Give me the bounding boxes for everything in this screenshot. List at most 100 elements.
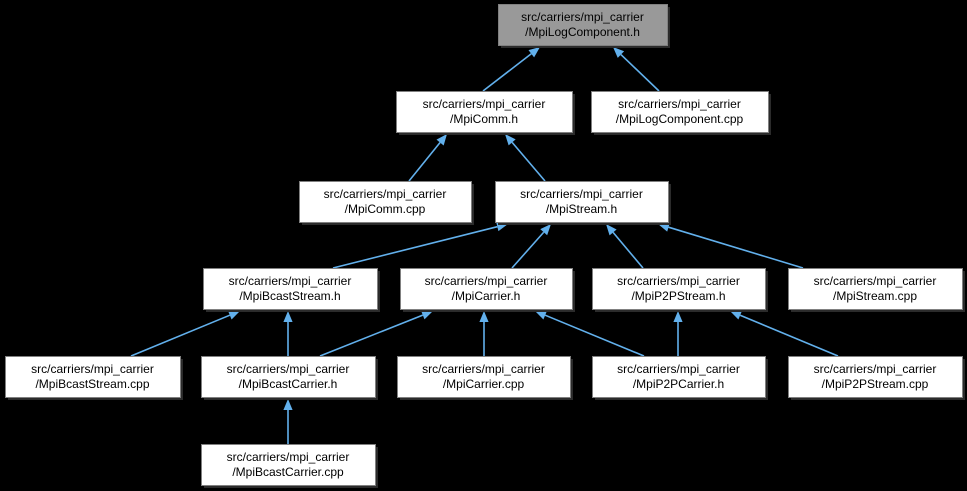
node-label-line1: src/carriers/mpi_carrier — [521, 10, 644, 24]
graph-node-mpip2pcarrier_h[interactable]: src/carriers/mpi_carrier/MpiP2PCarrier.h — [592, 356, 769, 401]
edge-line — [130, 314, 231, 357]
edge-line — [620, 54, 660, 92]
node-box[interactable] — [788, 356, 963, 398]
edge-arrowhead-icon — [505, 134, 516, 146]
edge-line — [612, 231, 644, 269]
edge-arrowhead-icon — [421, 310, 433, 320]
node-box[interactable] — [5, 356, 181, 398]
edge-arrowhead-icon — [283, 311, 293, 322]
node-label-line2: /MpiP2PStream.cpp — [822, 377, 929, 391]
node-label-line2: /MpiCarrier.cpp — [443, 377, 525, 391]
node-box[interactable] — [592, 268, 766, 310]
node-label-line2: /MpiLogComponent.cpp — [616, 112, 744, 126]
graph-node-mpistream_h[interactable]: src/carriers/mpi_carrier/MpiStream.h — [495, 181, 672, 226]
node-label-line1: src/carriers/mpi_carrier — [31, 362, 154, 376]
node-label-line1: src/carriers/mpi_carrier — [814, 362, 937, 376]
node-label-line1: src/carriers/mpi_carrier — [617, 362, 740, 376]
node-label-line2: /MpiBcastStream.cpp — [35, 377, 149, 391]
node-box[interactable] — [591, 91, 769, 133]
node-label-line2: /MpiLogComponent.h — [525, 25, 640, 39]
node-label-line1: src/carriers/mpi_carrier — [814, 274, 937, 288]
graph-node-mpicomm_cpp[interactable]: src/carriers/mpi_carrier/MpiComm.cpp — [299, 181, 475, 226]
edge-mpibcaststream_h-to-mpistream_h — [332, 222, 508, 269]
node-label-line1: src/carriers/mpi_carrier — [520, 187, 643, 201]
node-box[interactable] — [201, 444, 376, 486]
edge-mpicomm_cpp-to-mpicomm_h — [408, 134, 447, 182]
edge-mpip2pcarrier_h-to-mpip2pstream_h — [673, 311, 683, 356]
node-box[interactable] — [788, 268, 963, 310]
node-box[interactable] — [396, 91, 573, 133]
edge-arrowhead-icon — [606, 224, 617, 236]
edge-mpibcastcarrier_cpp-to-mpibcastcarrier_h — [283, 399, 293, 444]
node-box[interactable] — [498, 4, 668, 46]
edge-arrowhead-icon — [540, 224, 551, 236]
edge-mpicomm_h-to-mpilogcomponent_h — [482, 47, 540, 92]
node-label-line1: src/carriers/mpi_carrier — [423, 97, 546, 111]
graph-node-mpibcastcarrier_h[interactable]: src/carriers/mpi_carrier/MpiBcastCarrier… — [201, 356, 379, 401]
node-box[interactable] — [400, 268, 573, 310]
edge-arrowhead-icon — [613, 47, 625, 58]
edge-mpilogcomponent_cpp-to-mpilogcomponent_h — [613, 47, 660, 92]
edge-line — [332, 225, 498, 269]
node-label-line1: src/carriers/mpi_carrier — [617, 274, 740, 288]
graph-node-mpilogcomponent_h[interactable]: src/carriers/mpi_carrier/MpiLogComponent… — [498, 4, 671, 49]
edge-line — [668, 226, 804, 269]
node-label-line1: src/carriers/mpi_carrier — [422, 362, 545, 376]
edge-arrowhead-icon — [673, 311, 683, 322]
edge-mpistream_cpp-to-mpistream_h — [658, 222, 804, 269]
node-label-line2: /MpiStream.cpp — [833, 289, 917, 303]
edge-mpistream_h-to-mpicomm_h — [505, 134, 546, 182]
graph-node-mpibcaststream_h[interactable]: src/carriers/mpi_carrier/MpiBcastStream.… — [203, 268, 381, 313]
node-box[interactable] — [203, 268, 378, 310]
edge-line — [511, 231, 545, 269]
edge-line — [544, 314, 645, 357]
graph-node-mpicarrier_cpp[interactable]: src/carriers/mpi_carrier/MpiCarrier.cpp — [397, 356, 574, 401]
node-label-line2: /MpiP2PCarrier.h — [633, 377, 724, 391]
node-box[interactable] — [397, 356, 571, 398]
graph-node-mpibcaststream_cpp[interactable]: src/carriers/mpi_carrier/MpiBcastStream.… — [5, 356, 184, 401]
edge-mpip2pcarrier_h-to-mpicarrier_h — [535, 310, 645, 357]
edge-arrowhead-icon — [228, 310, 240, 320]
node-label-line2: /MpiP2PStream.h — [631, 289, 725, 303]
edge-mpip2pstream_cpp-to-mpip2pstream_h — [730, 310, 839, 357]
node-box[interactable] — [201, 356, 376, 398]
nodes-layer: src/carriers/mpi_carrier/MpiLogComponent… — [5, 4, 966, 489]
edge-mpicarrier_h-to-mpistream_h — [511, 224, 551, 269]
node-label-line2: /MpiComm.h — [450, 112, 518, 126]
edge-mpibcaststream_cpp-to-mpibcaststream_h — [130, 310, 240, 357]
edge-arrowhead-icon — [283, 399, 293, 410]
node-box[interactable] — [495, 181, 669, 223]
edge-line — [739, 314, 839, 357]
graph-node-mpicomm_h[interactable]: src/carriers/mpi_carrier/MpiComm.h — [396, 91, 576, 136]
edge-line — [408, 142, 441, 182]
node-label-line2: /MpiStream.h — [546, 202, 617, 216]
graph-node-mpip2pstream_cpp[interactable]: src/carriers/mpi_carrier/MpiP2PStream.cp… — [788, 356, 966, 401]
graph-node-mpip2pstream_h[interactable]: src/carriers/mpi_carrier/MpiP2PStream.h — [592, 268, 769, 313]
edge-arrowhead-icon — [528, 47, 540, 58]
node-label-line1: src/carriers/mpi_carrier — [229, 274, 352, 288]
edge-arrowhead-icon — [730, 310, 742, 320]
graph-node-mpistream_cpp[interactable]: src/carriers/mpi_carrier/MpiStream.cpp — [788, 268, 966, 313]
node-label-line2: /MpiBcastCarrier.cpp — [232, 465, 344, 479]
node-box[interactable] — [299, 181, 472, 223]
graph-node-mpibcastcarrier_cpp[interactable]: src/carriers/mpi_carrier/MpiBcastCarrier… — [201, 444, 379, 489]
node-label-line2: /MpiBcastCarrier.h — [239, 377, 338, 391]
edge-mpibcastcarrier_h-to-mpibcaststream_h — [283, 311, 293, 356]
node-label-line2: /MpiComm.cpp — [345, 202, 426, 216]
edge-line — [482, 53, 532, 92]
edge-line — [319, 314, 424, 357]
graph-node-mpicarrier_h[interactable]: src/carriers/mpi_carrier/MpiCarrier.h — [400, 268, 576, 313]
edge-arrowhead-icon — [479, 311, 489, 322]
node-label-line1: src/carriers/mpi_carrier — [425, 274, 548, 288]
node-label-line2: /MpiBcastStream.h — [239, 289, 340, 303]
node-label-line2: /MpiCarrier.h — [452, 289, 521, 303]
edges-layer — [130, 47, 839, 444]
node-label-line1: src/carriers/mpi_carrier — [618, 97, 741, 111]
node-box[interactable] — [592, 356, 766, 398]
edge-arrowhead-icon — [535, 310, 547, 320]
edge-mpicarrier_cpp-to-mpicarrier_h — [479, 311, 489, 356]
edge-arrowhead-icon — [436, 134, 447, 146]
graph-node-mpilogcomponent_cpp[interactable]: src/carriers/mpi_carrier/MpiLogComponent… — [591, 91, 772, 136]
